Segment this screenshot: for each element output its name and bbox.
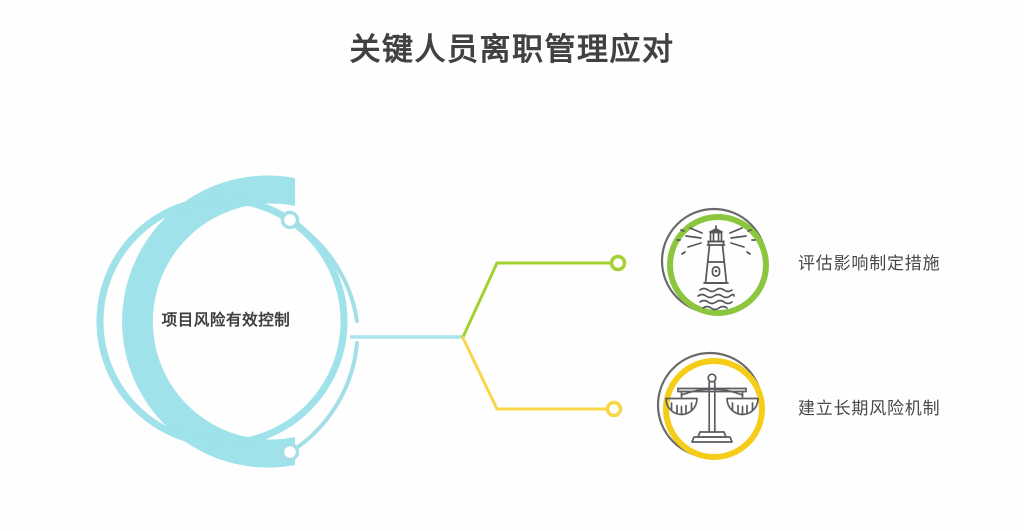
- hub-node-dot-top: [280, 210, 300, 230]
- connector-node-mechanism[interactable]: [605, 400, 623, 418]
- badge-inner-disc-assess: [674, 221, 758, 305]
- badge-inner-disc-mechanism: [670, 365, 754, 449]
- connector-branch-assess: [461, 261, 614, 339]
- balance-scales-icon: [665, 373, 759, 443]
- hub-thin-arc-upper: [290, 219, 359, 323]
- hub-thick-arc: [122, 175, 295, 468]
- page-title: 关键人员离职管理应对: [349, 32, 675, 67]
- connector-branch-mechanism: [460, 335, 609, 411]
- icon-badge-assess[interactable]: [660, 207, 769, 316]
- hub-thin-arc-lower: [290, 341, 359, 453]
- branch-label-assess: 评估影响制定措施: [798, 254, 941, 273]
- icon-badge-mechanism[interactable]: [656, 351, 765, 460]
- connector-node-assess[interactable]: [609, 254, 627, 272]
- lighthouse-icon: [676, 225, 756, 311]
- hub-label: 项目风险有效控制: [161, 312, 291, 329]
- hub-circle-ring: [96, 196, 348, 447]
- branch-label-mechanism: 建立长期风险机制: [798, 399, 941, 418]
- hub-node-dot-bottom: [280, 442, 300, 462]
- badge-accent-ring-assess: [667, 214, 769, 316]
- badge-accent-ring-mechanism: [663, 358, 765, 460]
